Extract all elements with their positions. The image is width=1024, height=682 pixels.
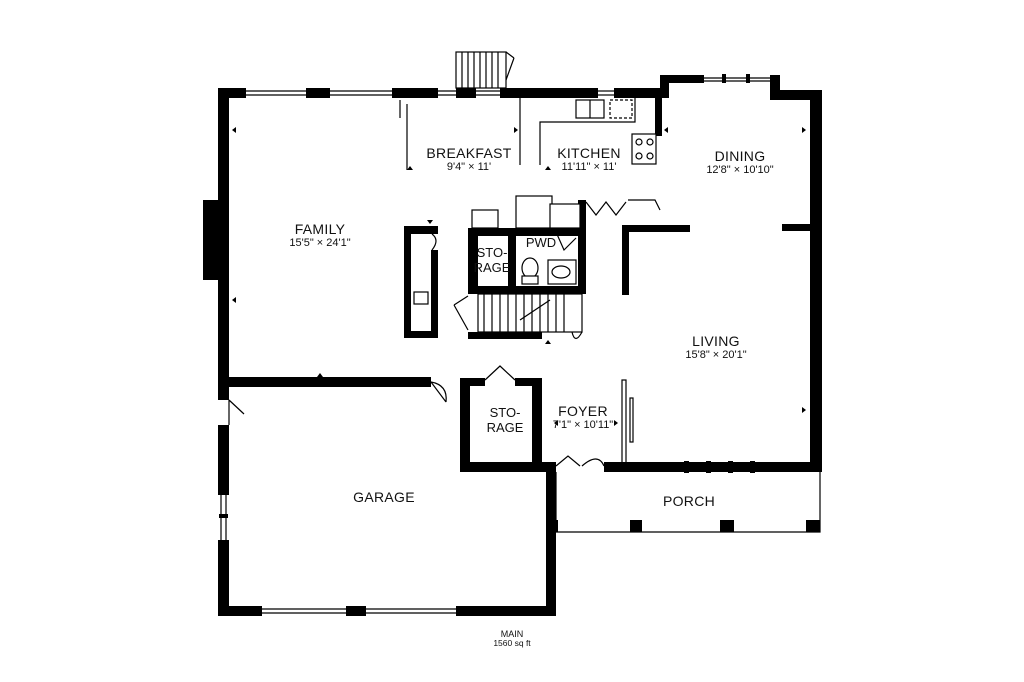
room-kitchen-name: KITCHEN [557,145,621,161]
room-storage-upper-line2: RAGE [473,259,511,275]
room-living-dimensions: 15'8" × 20'1" [685,349,747,362]
room-storage-lower-line2: RAGE [486,419,524,435]
exterior-walls [203,75,822,616]
room-breakfast-name: BREAKFAST [426,145,512,161]
windows [219,74,770,614]
room-storage-lower-line1: STO- [489,405,521,420]
room-pwd: PWD [525,235,557,251]
doors [228,199,661,467]
room-dining: DINING 12'8" × 10'10" [706,148,773,177]
room-family: FAMILY 15'5" × 24'1" [289,221,350,250]
floor-area: 1560 sq ft [493,638,531,649]
room-dining-name: DINING [714,148,766,164]
room-living-name: LIVING [692,333,740,349]
room-porch-name: PORCH [662,493,716,509]
room-family-name: FAMILY [294,221,346,237]
room-storage-lower: STO- RAGE [486,405,524,436]
room-storage-upper: STO- RAGE [473,245,511,276]
room-kitchen-dimensions: 11'11" × 11' [561,161,617,174]
room-garage-name: GARAGE [353,489,415,505]
bathroom-fixtures [521,257,577,285]
room-family-dimensions: 15'5" × 24'1" [289,237,351,250]
floor-name: MAIN [500,629,524,639]
room-garage: GARAGE [353,489,415,505]
room-foyer-name: FOYER [558,403,608,419]
room-porch: PORCH [663,493,715,509]
room-breakfast-dimensions: 9'4" × 11' [446,161,492,174]
dimension-ticks [232,127,806,426]
room-foyer-dimensions: 7'1" × 10'11" [552,419,614,432]
room-dining-dimensions: 12'8" × 10'10" [706,164,774,177]
room-living: LIVING 15'8" × 20'1" [685,333,746,362]
room-storage-upper-line1: STO- [476,245,508,260]
porch-outline [548,379,821,533]
room-pwd-name: PWD [525,235,557,250]
room-foyer: FOYER 7'1" × 10'11" [553,403,613,432]
stairs [455,51,583,340]
kitchen-fixtures [399,98,657,305]
room-kitchen: KITCHEN 11'11" × 11' [557,145,621,174]
interior-walls [218,98,812,472]
room-breakfast: BREAKFAST 9'4" × 11' [426,145,511,174]
floor-caption: MAIN 1560 sq ft [493,629,530,649]
